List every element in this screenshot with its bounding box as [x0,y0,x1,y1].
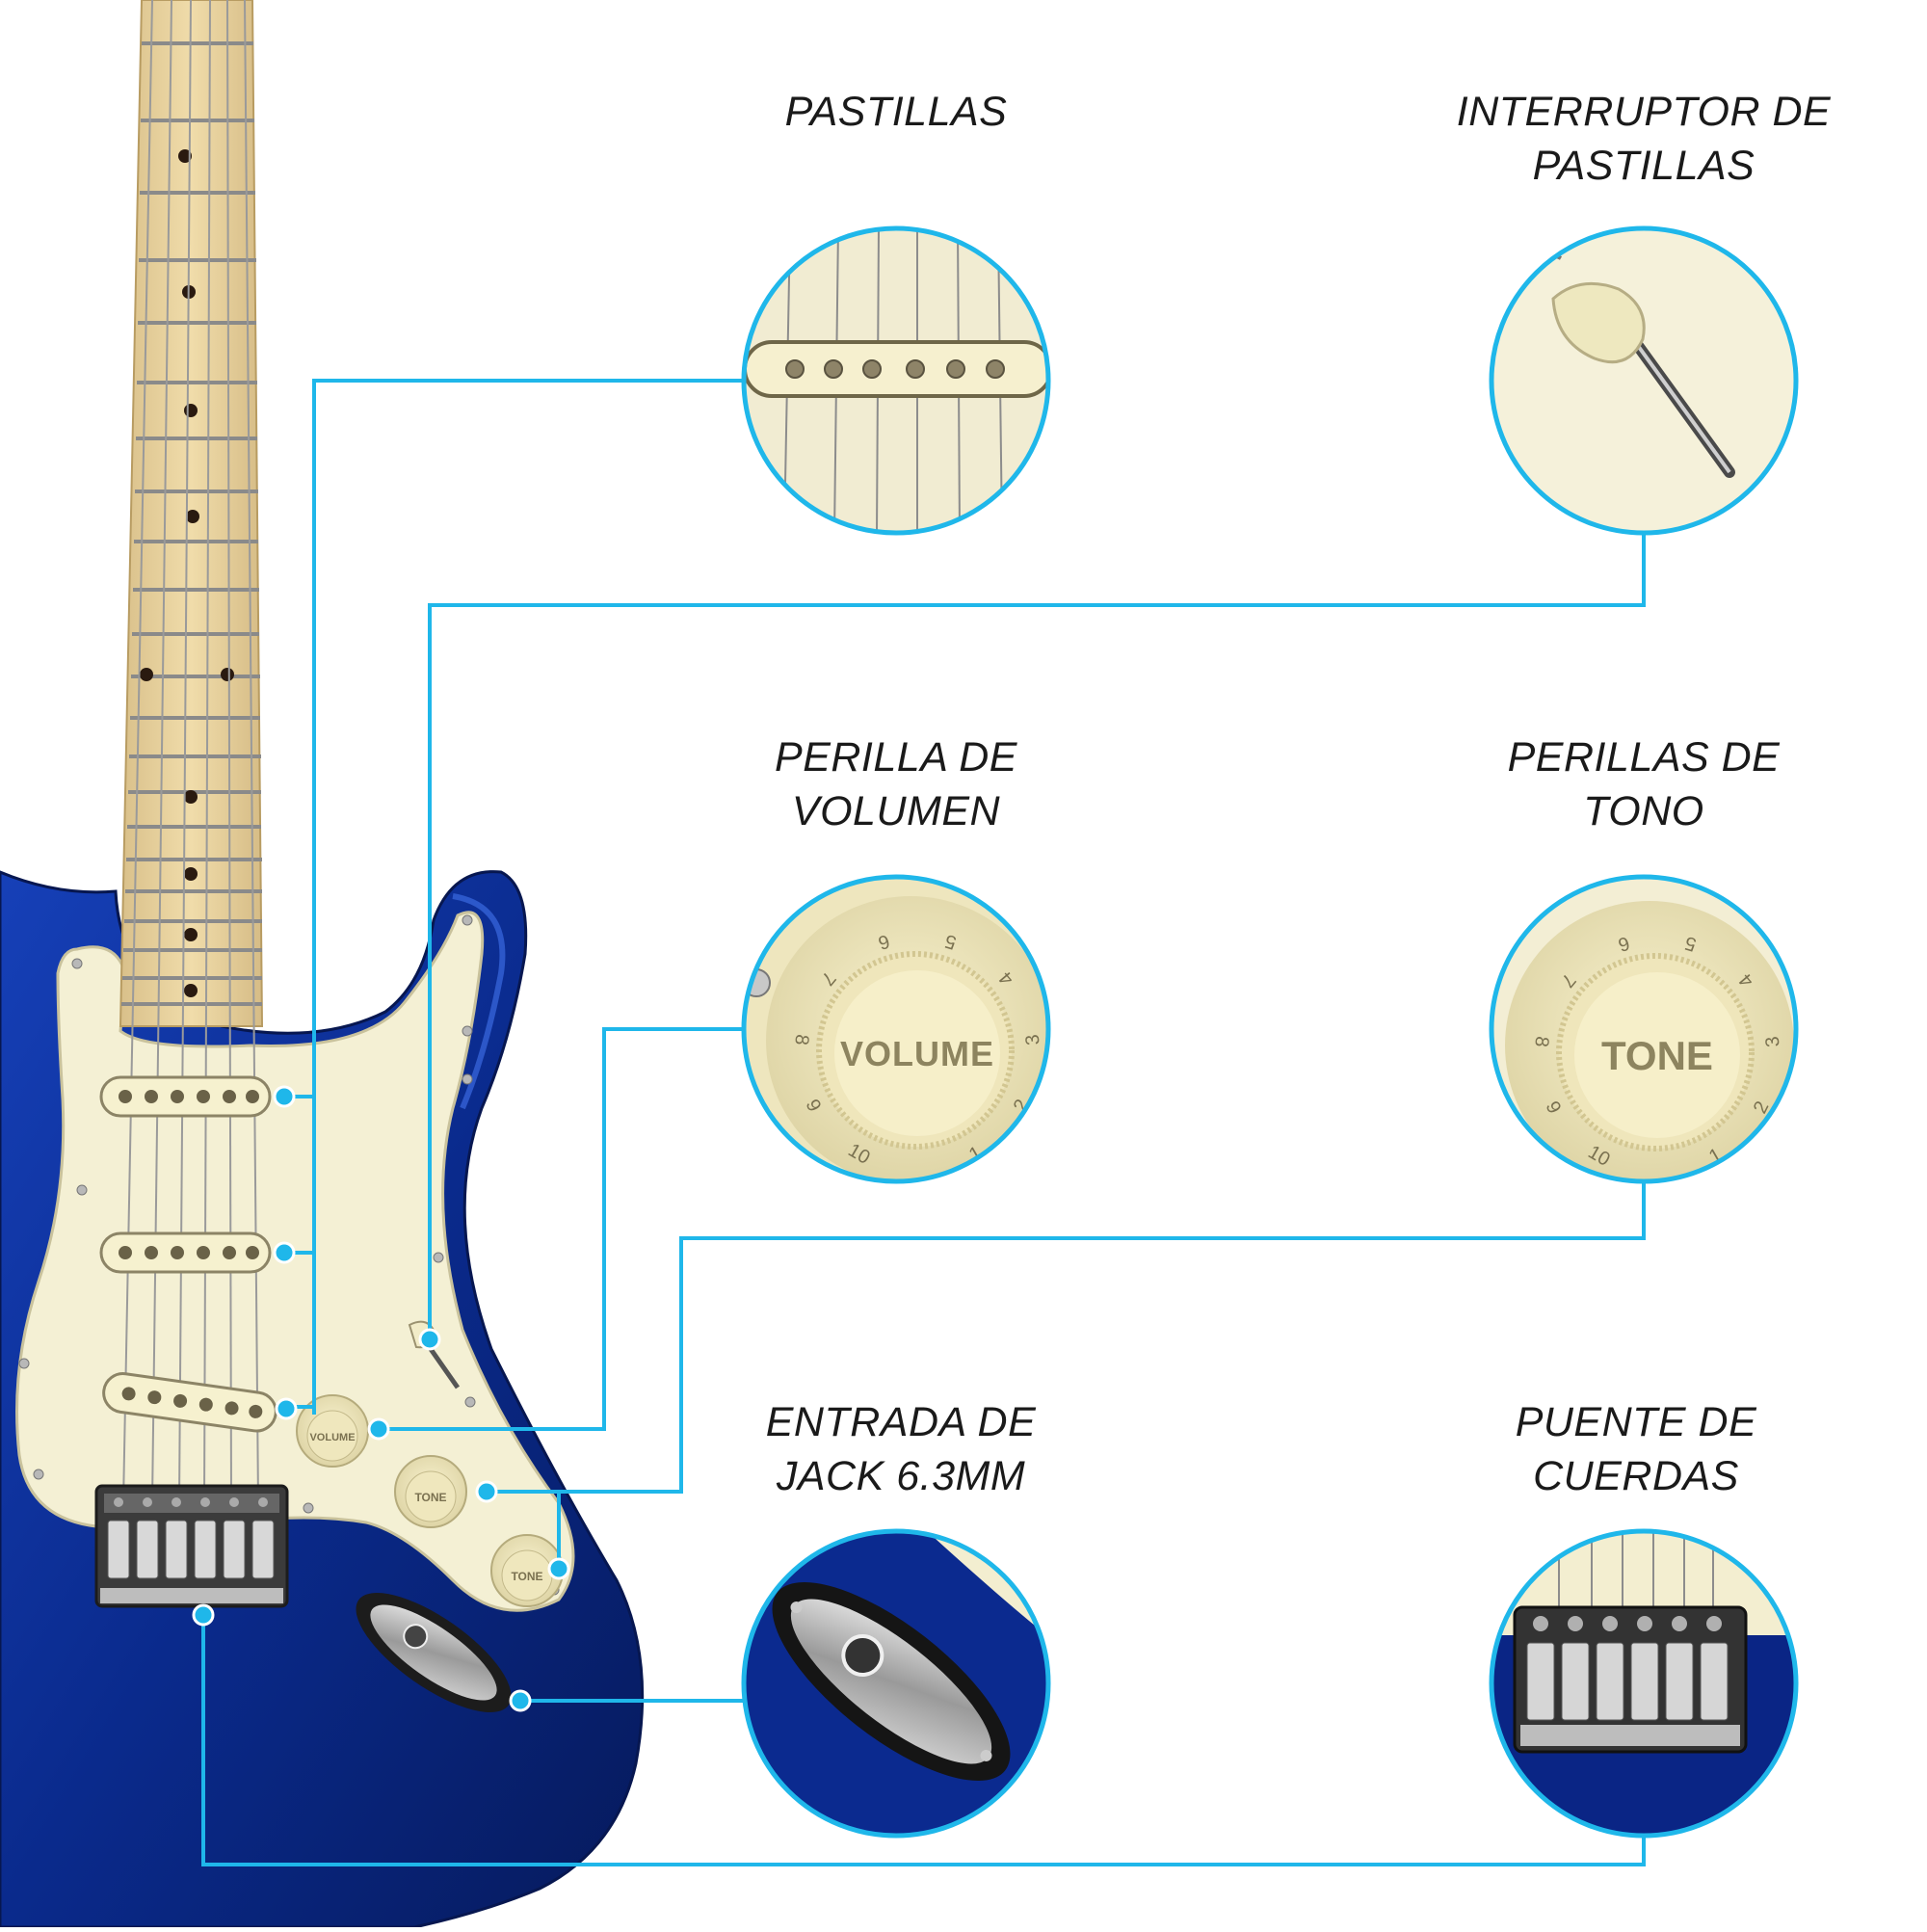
knob-scale-number: 8 [1530,1035,1552,1048]
label-pastillas: PASTILLAS [703,85,1089,139]
label-jack-line-1: ENTRADA DE [765,1399,1037,1445]
connector-interruptor [428,533,1646,1337]
pickup-neck [99,1075,272,1118]
guitar-illustration: VOLUME TONE TONE [0,0,645,1929]
guitar-tone-knob-2-label: TONE [511,1570,542,1583]
detail-pastillas [741,225,1051,536]
knob-scale-number: 8 [790,1033,812,1046]
connector-dots [192,1085,570,1712]
label-interruptor-line-1: INTERRUPTOR DE [1456,89,1832,135]
connector-puente [201,1617,1646,1866]
frets [121,41,262,1006]
label-interruptor: INTERRUPTOR DE PASTILLAS [1451,85,1836,193]
label-interruptor-line-2: PASTILLAS [1532,143,1755,189]
detail-puente [1489,1528,1799,1839]
guitar-tone-knob-1-label: TONE [414,1491,446,1504]
guitar-volume-knob-label: VOLUME [309,1432,355,1443]
knob-scale-number: 3 [1022,1033,1044,1046]
label-volumen-line-1: PERILLA DE [775,734,1017,781]
guitar-tone-knob-1: TONE [394,1455,467,1528]
label-volumen-line-2: VOLUMEN [791,788,1001,834]
label-tono: PERILLAS DE TONO [1451,730,1836,838]
connector-lines [201,379,1646,1866]
detail-jack [741,1528,1051,1839]
guitar-bridge [94,1484,289,1608]
label-puente-line-2: CUERDAS [1533,1453,1739,1499]
guitar-jack-plate [356,1593,512,1712]
connector-pastillas [312,379,744,1415]
label-tono-line-2: TONO [1583,788,1704,834]
connector-tono [488,1181,1646,1494]
label-puente-line-1: PUENTE DE [1515,1399,1757,1445]
label-jack: ENTRADA DE JACK 6.3MM [708,1395,1094,1503]
label-tono-line-1: PERILLAS DE [1507,734,1781,781]
detail-interruptor [1489,225,1799,536]
pickguard-screws [18,914,560,1596]
label-jack-line-2: JACK 6.3MM [776,1453,1026,1499]
label-volumen: PERILLA DE VOLUMEN [703,730,1089,838]
label-pastillas-line-1: PASTILLAS [784,89,1008,135]
guitar-tone-knob-2: TONE [490,1534,564,1607]
connector-volumen [381,1027,744,1431]
label-puente: PUENTE DE CUERDAS [1443,1395,1829,1503]
detail-tone-label: TONE [1601,1033,1713,1078]
pickup-bridge [102,1372,277,1433]
knob-scale-number: 3 [1762,1035,1784,1048]
pickup-middle [99,1231,272,1274]
detail-volume-label: VOLUME [840,1034,994,1073]
